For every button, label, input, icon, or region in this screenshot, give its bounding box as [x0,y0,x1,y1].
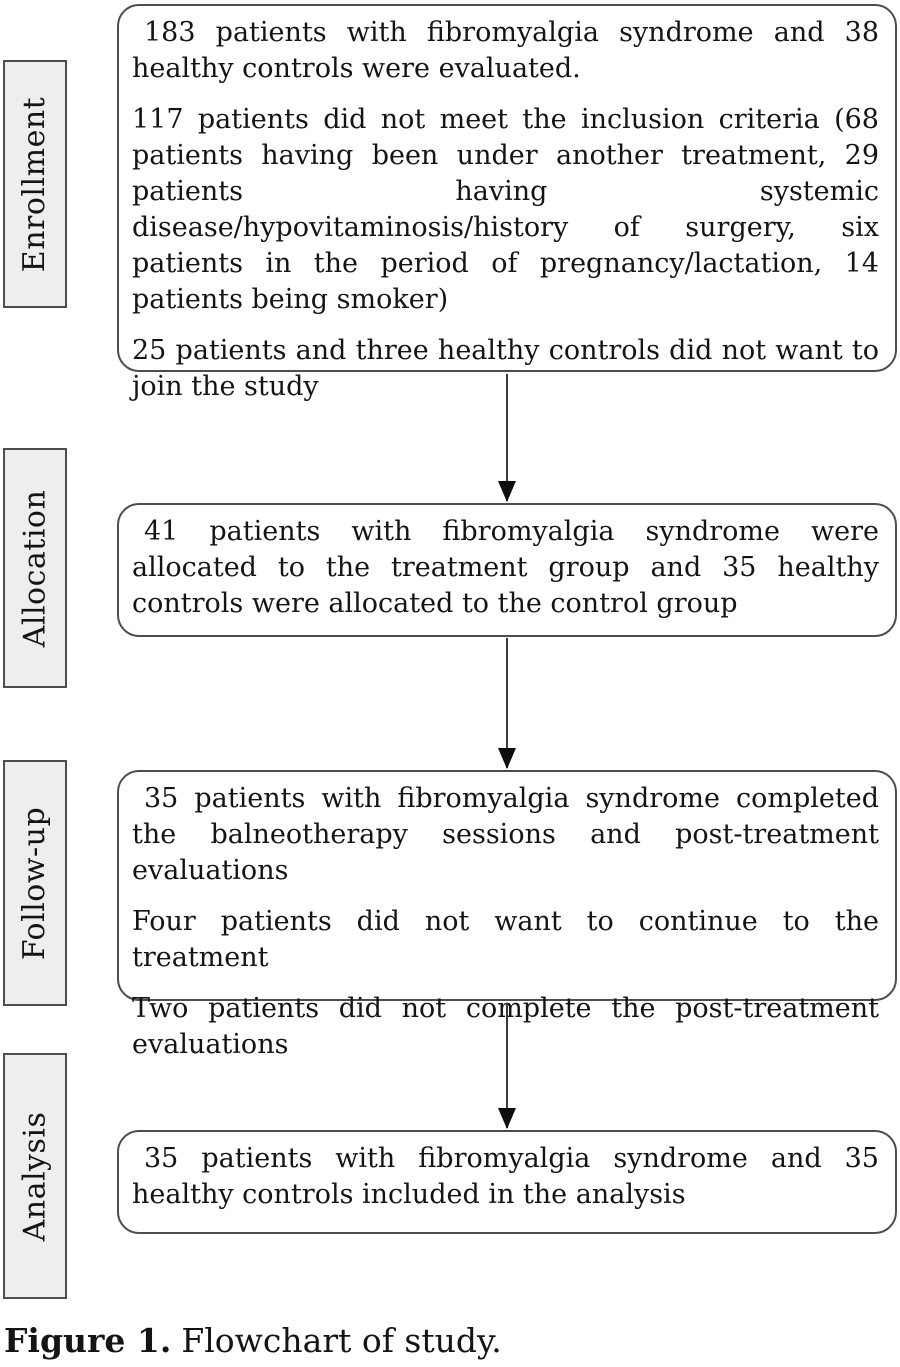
down-arrow-followup-to-analysis [506,1003,508,1128]
stage-label-analysis: Analysis [3,1053,67,1299]
stage-label-allocation-text: Allocation [17,489,53,647]
stage-label-analysis-text: Analysis [17,1111,53,1241]
stage-label-enrollment-text: Enrollment [17,96,53,272]
figure-caption-text: Flowchart of study. [181,1321,502,1360]
down-arrow-enrollment-to-allocation [506,374,508,501]
flow-box-analysis: 35 patients with fibromyalgia syndrome a… [117,1130,897,1234]
stage-label-allocation: Allocation [3,448,67,688]
flow-box-paragraph: 41 patients with fibromyalgia syndrome w… [132,516,879,619]
stage-label-followup-text: Follow-up [17,806,53,960]
flow-box-paragraph: 35 patients with fibromyalgia syndrome a… [132,1143,879,1210]
flow-box-paragraph: 117 patients did not meet the inclusion … [132,104,879,315]
flow-box-enrollment: 183 patients with fibromyalgia syndrome … [117,4,897,402]
flow-box-paragraph: 183 patients with fibromyalgia syndrome … [132,17,879,84]
flow-box-paragraph: 35 patients with fibromyalgia syndrome c… [132,783,879,886]
flow-box-paragraph: Four patients did not want to continue t… [132,906,879,973]
flow-box-paragraph: 25 patients and three healthy controls d… [132,335,879,402]
figure-caption-label: Figure 1. [4,1321,172,1360]
flow-box-followup: 35 patients with fibromyalgia syndrome c… [117,770,897,1060]
down-arrow-allocation-to-followup [506,638,508,768]
flow-box-allocation: 41 patients with fibromyalgia syndrome w… [117,503,897,637]
stage-label-enrollment: Enrollment [3,60,67,308]
figure-caption: Figure 1.Flowchart of study. [4,1320,502,1362]
stage-label-followup: Follow-up [3,760,67,1006]
